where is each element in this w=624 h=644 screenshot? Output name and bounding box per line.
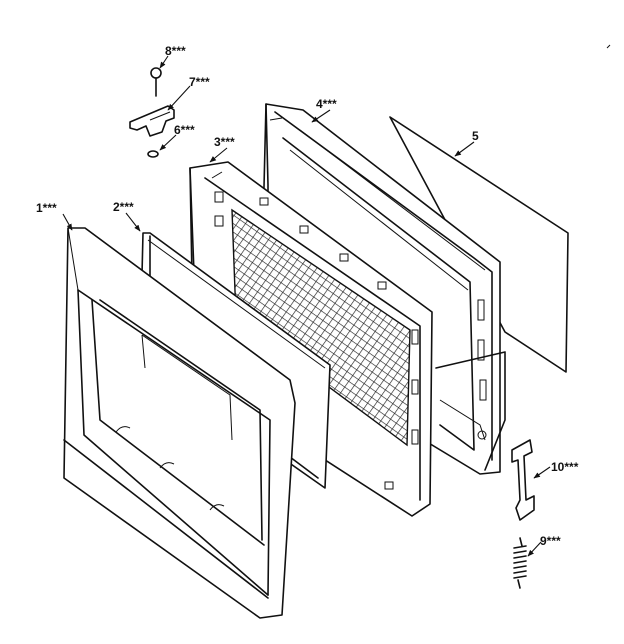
callout-6: 6*** — [174, 123, 195, 137]
scan-speck — [606, 44, 611, 49]
part-1-front-trim — [63, 227, 296, 619]
callout-9: 9*** — [540, 534, 561, 548]
callout-1: 1*** — [36, 201, 57, 215]
callout-2: 2*** — [113, 200, 134, 214]
leader-lines — [62, 55, 551, 557]
callout-4: 4*** — [316, 97, 337, 111]
part-6-nut — [147, 150, 159, 158]
part-7-hinge-bracket — [129, 105, 175, 137]
callout-3: 3*** — [214, 135, 235, 149]
part-9-spring — [513, 537, 527, 589]
part-8-screw — [150, 67, 162, 97]
callout-5: 5 — [472, 129, 479, 143]
callout-8: 8*** — [165, 44, 186, 58]
callout-10: 10*** — [551, 460, 579, 474]
callout-7: 7*** — [189, 75, 210, 89]
part-10-latch-plate — [511, 439, 535, 521]
part-3-mesh-panel — [189, 161, 433, 517]
callout-labels: 1*** 2*** 3*** 4*** 5 6*** 7*** 8*** 9**… — [36, 44, 579, 548]
